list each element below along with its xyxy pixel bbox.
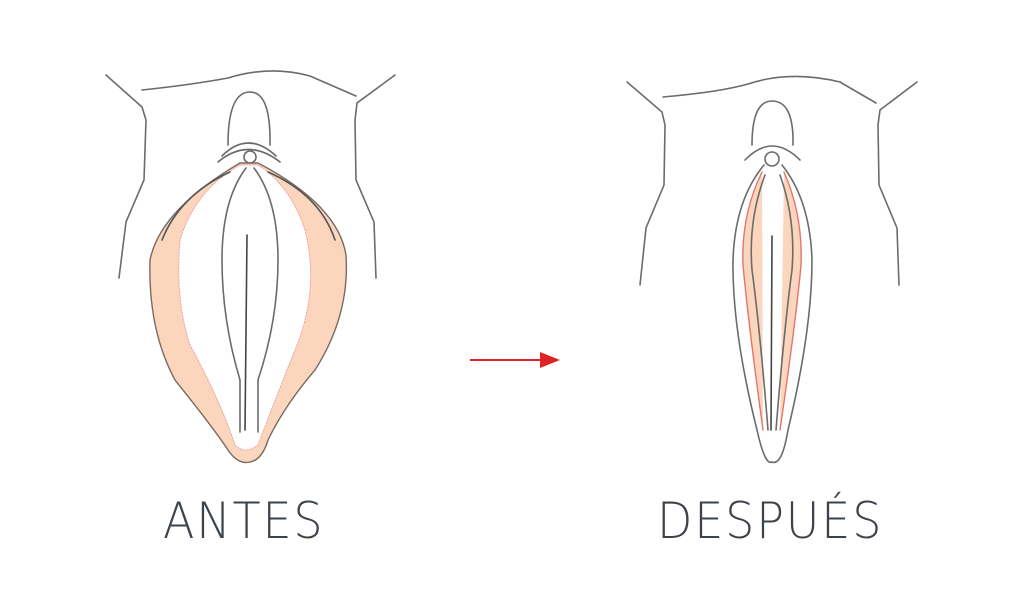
- left-fill-after: [742, 171, 764, 431]
- label-after: DESPUÉS: [657, 492, 884, 550]
- hood-before: [227, 91, 271, 146]
- right-hip-line-after: [877, 81, 918, 286]
- right-hip-line-before: [354, 74, 396, 279]
- arrow-head-icon: [540, 352, 560, 368]
- transition-arrow: [470, 352, 560, 368]
- left-hip-line-before: [105, 74, 147, 279]
- clitoris-after: [764, 151, 780, 167]
- right-fill-after: [779, 171, 802, 431]
- after-panel: [626, 75, 918, 464]
- label-before: ANTES: [163, 492, 325, 550]
- before-panel: [105, 70, 396, 464]
- left-hip-line-after: [626, 81, 666, 286]
- hood-after: [751, 100, 794, 146]
- clitoris-before: [243, 150, 257, 164]
- outer-contour-after: [732, 164, 813, 464]
- belly-line-after: [662, 75, 877, 104]
- belly-line-before: [141, 70, 357, 97]
